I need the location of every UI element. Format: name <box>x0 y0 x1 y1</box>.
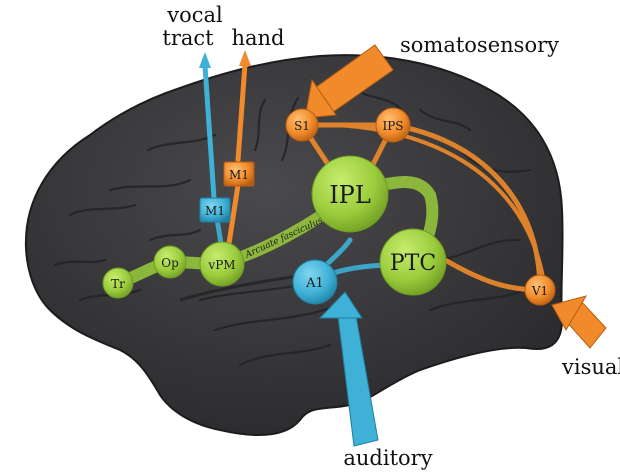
node-tr: Tr <box>102 267 134 299</box>
svg-text:S1: S1 <box>294 119 310 133</box>
svg-text:IPS: IPS <box>382 119 403 133</box>
vocal-tract-arrow <box>199 52 217 201</box>
vocal-label-line1: vocal <box>166 3 223 27</box>
hand-arrow <box>235 50 251 163</box>
vocal-label-line2: tract <box>162 26 214 50</box>
node-s1: S1 <box>285 108 319 142</box>
somatosensory-input-arrow <box>304 44 394 119</box>
svg-text:PTC: PTC <box>390 251 436 276</box>
svg-text:V1: V1 <box>531 284 548 298</box>
svg-text:Op: Op <box>161 256 179 270</box>
node-ipl: IPL <box>311 155 389 233</box>
node-ptc: PTC <box>379 228 447 296</box>
auditory-label: auditory <box>343 446 432 470</box>
node-v1: V1 <box>524 274 556 306</box>
somatosensory-label: somatosensory <box>400 33 559 57</box>
svg-text:vPM: vPM <box>207 258 235 272</box>
node-op: Op <box>153 245 187 279</box>
hand-label: hand <box>231 26 284 50</box>
visual-input-arrow <box>551 295 607 349</box>
node-a1: A1 <box>292 259 338 305</box>
node-vpm: vPM <box>199 241 245 287</box>
visual-label: visual <box>561 355 620 379</box>
brain-silhouette <box>24 54 564 437</box>
m1-hand-label: M1 <box>229 168 249 182</box>
m1-hand-box: M1 <box>223 161 255 187</box>
hand-m1-connection <box>225 184 241 251</box>
svg-text:IPL: IPL <box>329 181 371 209</box>
m1-vocal-label: M1 <box>205 204 225 218</box>
node-ips: IPS <box>375 107 411 143</box>
svg-text:A1: A1 <box>305 276 324 291</box>
auditory-input-arrow <box>318 291 379 447</box>
m1-vocal-box: M1 <box>199 197 231 223</box>
svg-text:Tr: Tr <box>111 277 125 291</box>
